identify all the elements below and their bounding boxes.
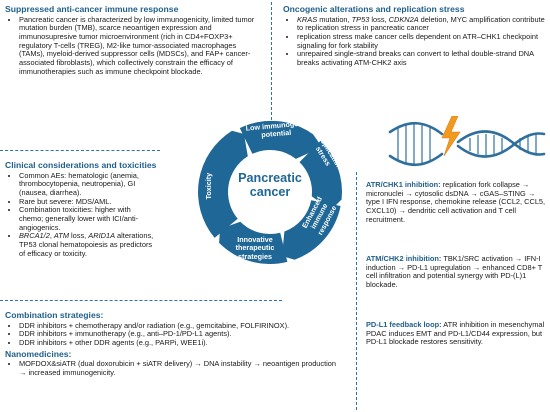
list-item: replication stress make cancer cells dep…	[297, 32, 545, 50]
panel-text: replication fork collapse → micronuclei …	[366, 180, 546, 224]
panel-suppressed-immune: Suppressed anti-cancer immune response P…	[5, 4, 262, 76]
list-item: DDR inhibitors + other DDR agents (e.g.,…	[19, 338, 345, 348]
panel-title: Clinical considerations and toxicities	[5, 160, 157, 170]
panel-title: Nanomedicines:	[5, 348, 72, 359]
panel-title: ATM/CHK2 inhibition:	[366, 254, 442, 263]
cycle-segment-toxicity	[198, 130, 248, 238]
panel-title: Suppressed anti-cancer immune response	[5, 4, 179, 14]
cycle-segment-enhanced-immune	[282, 200, 341, 260]
dna-break-icon	[388, 116, 546, 167]
list-item: DDR inhibitors + immunotherapy (e.g., an…	[19, 329, 345, 339]
panel-clinical-considerations: Clinical considerations and toxicities C…	[5, 160, 157, 259]
divider-top-vertical	[271, 2, 272, 120]
cycle-segment-replication-stress	[299, 140, 342, 210]
panel-title: Oncogenic alterations and replication st…	[283, 4, 465, 14]
center-title: Pancreatic cancer	[238, 171, 302, 199]
cycle-segment-innovative-strategies	[219, 221, 288, 265]
panel-oncogenic-alterations: Oncogenic alterations and replication st…	[283, 4, 545, 68]
cycle-diagram	[198, 120, 342, 265]
panel-text: Pancreatic cancer is characterized by lo…	[19, 15, 262, 77]
list-item: BRCA1/2, ATM loss, ARID1A alterations, T…	[19, 232, 157, 258]
list-item: Combination toxicities: higher with chem…	[19, 205, 157, 232]
list-item: MOFDOX&siATR (dual doxorubicin + siATR d…	[19, 359, 345, 377]
divider-bottom-horizontal	[0, 300, 282, 301]
segment-label-toxicity: Toxicity	[203, 172, 213, 200]
cycle-segment-low-immunogenic	[239, 120, 322, 159]
panel-title: ATR/CHK1 inhibition:	[366, 180, 441, 189]
panel-atr-chk1: ATR/CHK1 inhibition: replication fork co…	[366, 180, 546, 225]
panel-title: PD-L1 feedback loop:	[366, 320, 442, 329]
lightning-icon	[441, 116, 461, 157]
list-item: unrepaired single-strand breaks can conv…	[297, 49, 545, 67]
panel-pdl1-feedback: PD-L1 feedback loop: ATR inhibition in m…	[366, 320, 546, 347]
list-item: Common AEs: hematologic (anemia, thrombo…	[19, 171, 157, 198]
panel-atm-chk2: ATM/CHK2 inhibition: TBK1/SRC activation…	[366, 254, 546, 290]
divider-right-vertical	[356, 172, 357, 410]
list-item: DDR inhibitors + chemotherapy and/or rad…	[19, 321, 345, 331]
list-item: KRAS mutation, TP53 loss, CDKN2A deletio…	[297, 15, 545, 33]
panel-combination-strategies: Combination strategies: DDR inhibitors +…	[5, 310, 345, 378]
panel-title: Combination strategies:	[5, 310, 104, 320]
segment-label-innovative-strategies: Innovative therapeutic strategies	[235, 235, 275, 261]
panel-text: ATR inhibition in mesenchymal PDAC induc…	[366, 320, 545, 347]
list-item: Rare but severe: MDS/AML.	[19, 197, 157, 207]
divider-top-horizontal	[0, 150, 160, 151]
panel-text: TBK1/SRC activation → IFN-I induction → …	[366, 254, 543, 290]
